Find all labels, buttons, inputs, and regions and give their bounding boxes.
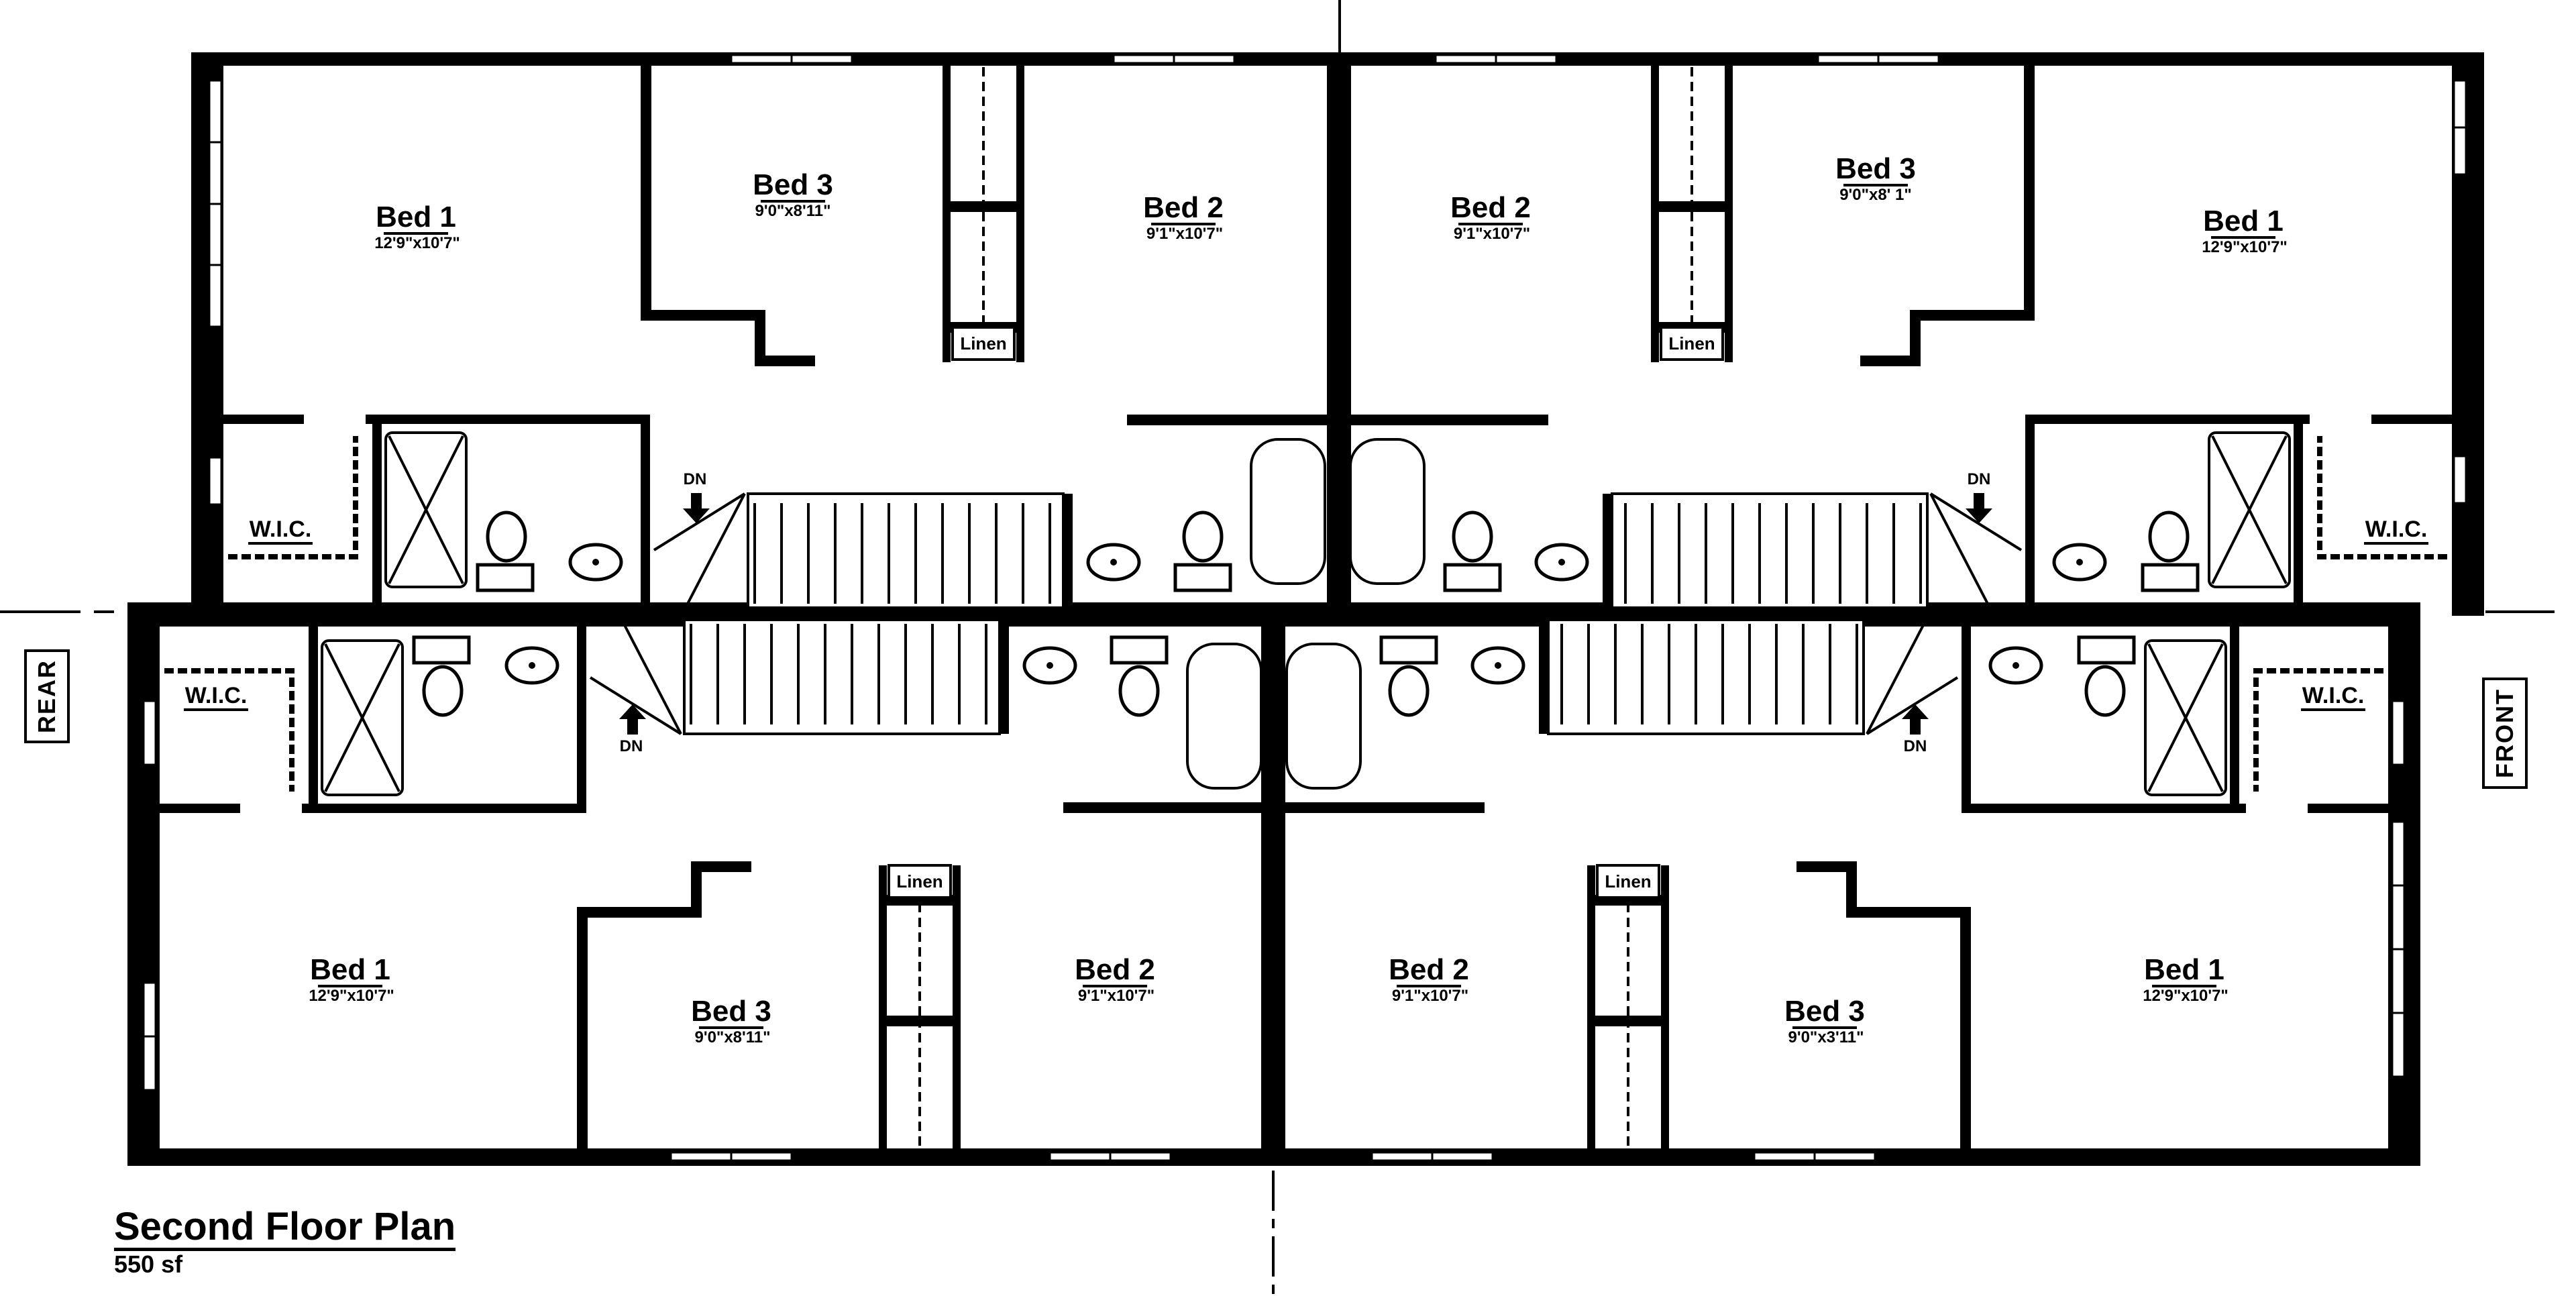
- unit-top-right-interior: [1347, 66, 2452, 616]
- linen-label: Linen: [960, 333, 1006, 354]
- down-arrow-icons: [619, 493, 1992, 735]
- linen-label: Linen: [896, 871, 943, 892]
- wic-label: W.I.C.: [185, 683, 248, 708]
- room-name: Bed 1: [310, 953, 390, 986]
- rear-orientation-tag: REAR: [24, 649, 70, 743]
- linen-label: Linen: [1668, 333, 1715, 354]
- room-name: Bed 3: [691, 995, 771, 1028]
- room-dimensions: 12'9"x10'7": [2202, 238, 2288, 256]
- room-name: Bed 1: [376, 201, 456, 233]
- down-arrow-icon: [683, 493, 710, 523]
- bottom-row-walls: [127, 602, 2420, 1166]
- room-name: Bed 1: [2203, 205, 2284, 237]
- down-label: DN: [620, 737, 643, 755]
- plan-title: Second Floor Plan: [114, 1207, 456, 1251]
- room-name: Bed 2: [1389, 953, 1469, 986]
- title-block: Second Floor Plan 550 sf: [114, 1207, 456, 1278]
- room-dimensions: 9'1"x10'7": [1146, 225, 1223, 243]
- room-dimensions: 9'1"x10'7": [1078, 987, 1155, 1005]
- top-row-walls: [191, 52, 2484, 616]
- wic-label: W.I.C.: [2365, 517, 2428, 542]
- plan-area: 550 sf: [114, 1250, 183, 1278]
- unit-bottom-left-interior: [160, 612, 1265, 1162]
- room-dimensions: 12'9"x10'7": [2143, 987, 2229, 1005]
- up-arrow-icon: [1902, 704, 1929, 735]
- room-dimensions: 12'9"x10'7": [374, 234, 460, 252]
- down-arrow-icon: [1966, 493, 1992, 523]
- linen-label: Linen: [1605, 871, 1651, 892]
- room-dimensions: 9'1"x10'7": [1454, 225, 1530, 243]
- unit-top-left-interior: [223, 66, 1328, 616]
- rear-label: REAR: [33, 659, 60, 733]
- room-name: Bed 3: [753, 168, 833, 201]
- room-dimensions: 9'0"x8'11": [695, 1028, 771, 1046]
- down-label: DN: [1968, 470, 1991, 488]
- room-dimensions: 12'9"x10'7": [309, 987, 394, 1005]
- room-dimensions: 9'1"x10'7": [1392, 987, 1468, 1005]
- room-name: Bed 2: [1450, 191, 1531, 224]
- room-dimensions: 9'0"x8'11": [755, 202, 831, 220]
- wic-label: W.I.C.: [2302, 683, 2365, 708]
- up-arrow-icon: [619, 704, 646, 735]
- room-name: Bed 3: [1784, 995, 1865, 1028]
- wic-label: W.I.C.: [250, 517, 312, 542]
- linen-closets: [888, 326, 1724, 899]
- room-name: Bed 2: [1143, 191, 1224, 224]
- room-name: Bed 2: [1075, 953, 1155, 986]
- front-orientation-tag: FRONT: [2482, 678, 2528, 789]
- stair-treads: [753, 503, 1051, 604]
- front-label: FRONT: [2491, 688, 2518, 778]
- room-name: Bed 3: [1835, 152, 1916, 185]
- room-dimensions: 9'0"x8' 1": [1839, 186, 1912, 204]
- down-label: DN: [1904, 737, 1927, 755]
- unit-bottom-right-interior: [1283, 612, 2388, 1162]
- down-label: DN: [684, 470, 707, 488]
- room-dimensions: 9'0"x3'11": [1788, 1028, 1864, 1046]
- room-name: Bed 1: [2144, 953, 2224, 986]
